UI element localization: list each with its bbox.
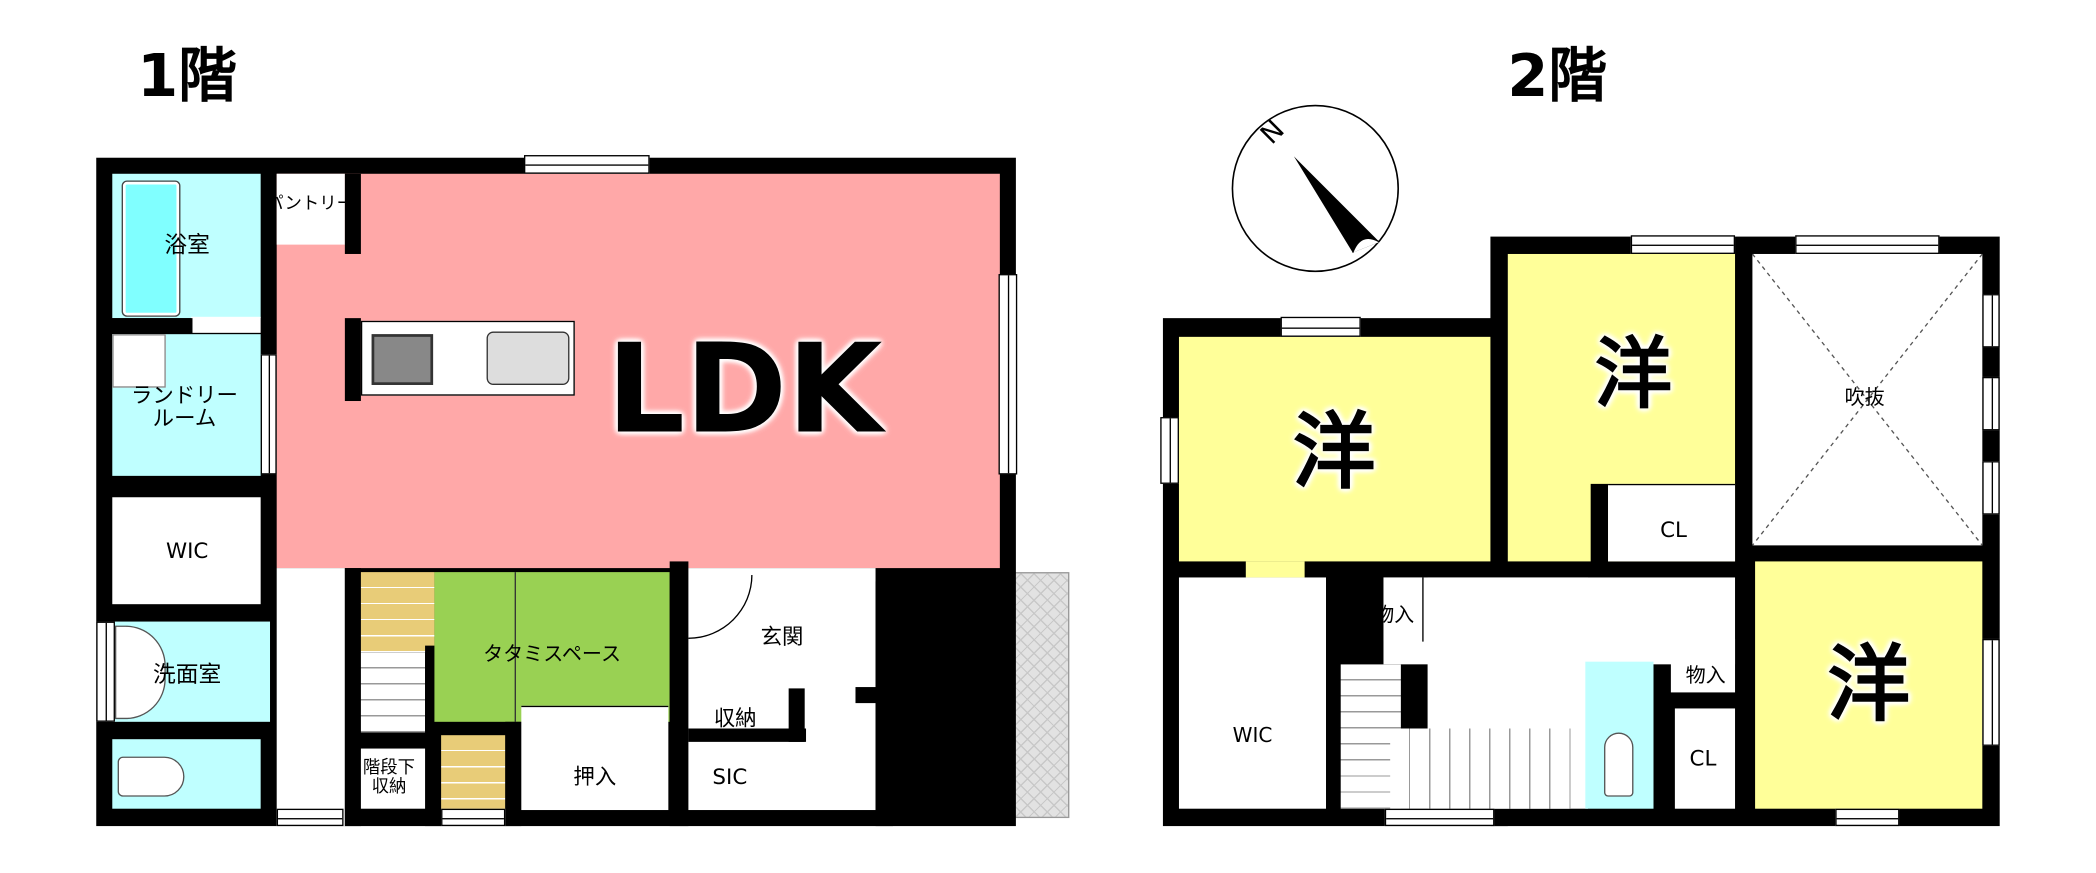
tatami-room [434, 572, 670, 722]
wic-2f-label: WIC [1232, 723, 1273, 748]
closet-room-2 [1674, 708, 1736, 809]
wall [112, 478, 198, 498]
window [1982, 376, 2000, 431]
wall [688, 728, 807, 742]
toilet-icon[interactable] [1604, 732, 1634, 797]
wic-room-2f [1178, 577, 1327, 809]
window [96, 621, 115, 722]
window [998, 274, 1018, 475]
stove-icon [371, 334, 434, 385]
hallway [276, 568, 345, 827]
porch-label: ポーチ [946, 683, 1011, 710]
storage-room-2 [1670, 638, 1736, 693]
window [260, 354, 277, 475]
western-room-2-label: 洋 [1594, 328, 1673, 420]
closet-room-1 [1608, 483, 1736, 562]
western-room-1 [1178, 336, 1491, 562]
window [1160, 417, 1179, 484]
staircase [1390, 728, 1571, 809]
under-stairs-label: 階段下 収納 [362, 758, 416, 797]
storage-1-label: 物入 [1374, 603, 1415, 628]
storage-label: 収納 [713, 705, 757, 731]
wall [344, 173, 361, 254]
wall [505, 721, 522, 827]
wall [855, 687, 893, 704]
bath-label: 浴室 [164, 232, 210, 260]
wall [344, 568, 361, 827]
wall [669, 561, 689, 827]
window [523, 155, 650, 174]
wall [1590, 483, 1609, 565]
western-room-1-label: 洋 [1292, 402, 1376, 501]
oshiire-room [521, 705, 669, 811]
window [1630, 235, 1736, 254]
under-stairs-storage-room [360, 748, 426, 809]
tatami-line [514, 572, 516, 722]
storage-room-1 [1383, 577, 1424, 642]
doorway[interactable] [1245, 561, 1305, 578]
sink-icon [486, 331, 570, 385]
ldk-label: LDK [606, 317, 883, 461]
storage-2-label: 物入 [1685, 663, 1726, 688]
wall [344, 318, 361, 402]
staircase [441, 735, 506, 811]
oshiire-label: 押入 [573, 764, 617, 790]
closet-2-label: CL [1689, 745, 1717, 771]
wic-room [112, 497, 261, 605]
wall [875, 581, 893, 827]
sic-label: SIC [712, 764, 748, 790]
sink-icon [114, 625, 166, 720]
toilet-icon[interactable] [117, 756, 185, 797]
window [1835, 808, 1900, 827]
window [1795, 235, 1940, 254]
pantry-label: パントリー [266, 194, 354, 215]
closet-1-label: CL [1660, 516, 1687, 543]
entrance-label: 玄関 [760, 623, 804, 650]
bath-door[interactable] [191, 316, 261, 333]
tatami-label: タタミスペース [483, 641, 622, 666]
window [276, 808, 344, 827]
western-room-3-label: 洋 [1827, 635, 1911, 734]
staircase [360, 652, 426, 733]
washer-icon [112, 334, 166, 388]
compass: N [1230, 103, 1401, 274]
window [1982, 638, 2000, 746]
laundry-label: ランドリー ルーム [130, 382, 238, 431]
void-area [1752, 253, 1983, 546]
window [441, 808, 506, 827]
western-room-3 [1755, 561, 1983, 809]
wic-label: WIC [165, 538, 209, 564]
void-cross-icon [1752, 253, 1983, 546]
wall [112, 318, 193, 335]
washroom-label: 洗面室 [153, 661, 222, 689]
window [1982, 294, 2000, 348]
staircase [360, 572, 435, 653]
floor1-title: 1階 [137, 42, 238, 111]
wall [788, 688, 805, 742]
compass-north-arrow-icon [1231, 104, 1399, 273]
pantry-room [276, 173, 345, 245]
bathtub-icon [121, 180, 181, 317]
window [1982, 461, 2000, 515]
window [1384, 808, 1495, 827]
void-label: 吹抜 [1844, 385, 1885, 410]
floor2-title: 2階 [1507, 42, 1608, 111]
window [1280, 316, 1361, 337]
